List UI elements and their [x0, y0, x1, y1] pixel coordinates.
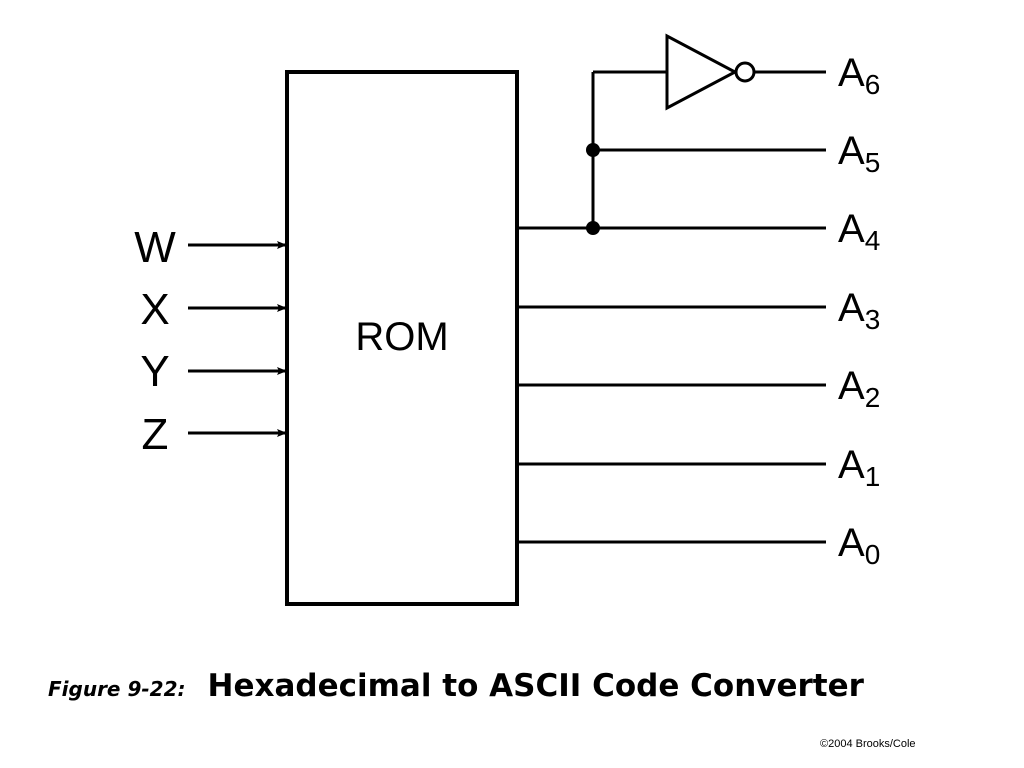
rom-block [285, 70, 519, 606]
output-label-a1-sub: 1 [865, 461, 881, 492]
not-gate-triangle [665, 33, 739, 111]
junction-dot-a4 [586, 221, 600, 235]
output-label-a6: A6 [838, 51, 880, 100]
output-labels: A6 A5 A4 A3 A2 A1 A0 [838, 51, 880, 570]
input-label-w: W [134, 223, 176, 272]
output-lines [517, 33, 826, 544]
not-gate [665, 33, 756, 111]
output-label-a2-sub: 2 [865, 382, 881, 413]
output-label-a4: A4 [838, 207, 880, 256]
output-label-a4-letter: A [838, 207, 865, 251]
output-label-a2: A2 [838, 364, 880, 413]
output-label-a6-letter: A [838, 51, 865, 95]
input-label-x: X [140, 285, 169, 334]
junction-dot-a5 [586, 143, 600, 157]
output-label-a0: A0 [838, 521, 880, 570]
copyright-notice: ©2004 Brooks/Cole [820, 738, 916, 750]
figure-title: Hexadecimal to ASCII Code Converter [207, 668, 864, 704]
output-label-a2-letter: A [838, 364, 865, 408]
output-label-a0-sub: 0 [865, 539, 881, 570]
rom-label: ROM [355, 315, 448, 359]
output-label-a3-sub: 3 [865, 304, 881, 335]
not-gate-bubble [734, 61, 756, 83]
figure-caption: Figure 9-22: Hexadecimal to ASCII Code Co… [48, 668, 1008, 704]
output-label-a1: A1 [838, 443, 880, 492]
input-z: Z [142, 410, 287, 459]
figure-number: Figure 9-22: [48, 677, 186, 701]
input-label-z: Z [142, 410, 169, 459]
output-label-a5-sub: 5 [865, 147, 881, 178]
output-label-a1-letter: A [838, 443, 865, 487]
output-label-a4-sub: 4 [865, 225, 881, 256]
output-label-a5: A5 [838, 129, 880, 178]
input-x: X [140, 285, 287, 334]
output-label-a3-letter: A [838, 286, 865, 330]
input-lines: W X Y Z [134, 223, 287, 459]
input-label-y: Y [140, 347, 169, 396]
input-y: Y [140, 347, 287, 396]
output-label-a0-letter: A [838, 521, 865, 565]
rom-circuit-diagram: ROM W X Y Z [134, 33, 880, 606]
output-label-a6-sub: 6 [865, 69, 881, 100]
output-label-a3: A3 [838, 286, 880, 335]
output-label-a5-letter: A [838, 129, 865, 173]
input-w: W [134, 223, 287, 272]
